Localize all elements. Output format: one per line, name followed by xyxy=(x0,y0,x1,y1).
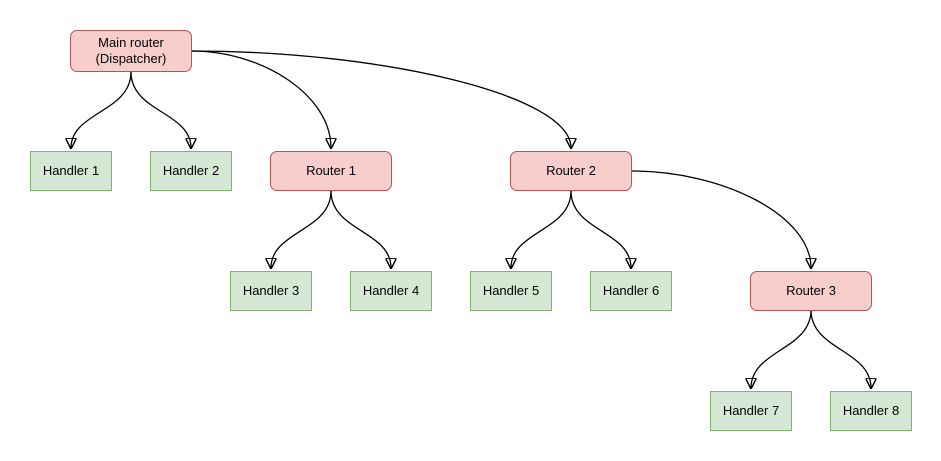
edge-router-3-to-handler-7 xyxy=(751,309,812,388)
edge-router-2-to-handler-5 xyxy=(511,190,572,268)
handler-6-label: Handler 6 xyxy=(602,283,660,298)
node-router-3: Router 3 xyxy=(750,271,872,311)
node-handler-2: Handler 2 xyxy=(150,151,232,191)
router-2-label: Router 2 xyxy=(546,163,596,178)
handler-8-label: Handler 8 xyxy=(842,403,900,418)
handler-5-label: Handler 5 xyxy=(482,283,540,298)
edge-main-router-to-router-2 xyxy=(191,50,571,148)
main-router-label-line1: Main router xyxy=(98,35,164,50)
node-handler-3: Handler 3 xyxy=(230,271,312,311)
edge-router-3-to-handler-8 xyxy=(810,309,871,388)
node-main-router: Main router (Dispatcher) xyxy=(70,30,192,72)
edge-main-router-to-router-1 xyxy=(191,50,331,148)
handler-1-label: Handler 1 xyxy=(42,163,100,178)
edge-router-1-to-handler-4 xyxy=(330,190,391,268)
edge-main-router-to-handler-1 xyxy=(71,71,132,148)
handler-7-label: Handler 7 xyxy=(722,403,780,418)
router-3-label: Router 3 xyxy=(786,283,836,298)
main-router-label-line2: (Dispatcher) xyxy=(95,51,167,66)
edge-router-2-to-router-3 xyxy=(631,170,811,268)
node-handler-8: Handler 8 xyxy=(830,391,912,431)
edge-router-2-to-handler-6 xyxy=(570,190,631,268)
node-handler-1: Handler 1 xyxy=(30,151,112,191)
handler-4-label: Handler 4 xyxy=(362,283,420,298)
edge-main-router-to-handler-2 xyxy=(130,71,191,148)
node-handler-5: Handler 5 xyxy=(470,271,552,311)
handler-2-label: Handler 2 xyxy=(162,163,220,178)
node-router-2: Router 2 xyxy=(510,151,632,191)
node-router-1: Router 1 xyxy=(270,151,392,191)
handler-3-label: Handler 3 xyxy=(242,283,300,298)
node-handler-7: Handler 7 xyxy=(710,391,792,431)
node-handler-6: Handler 6 xyxy=(590,271,672,311)
node-handler-4: Handler 4 xyxy=(350,271,432,311)
router-1-label: Router 1 xyxy=(306,163,356,178)
edge-router-1-to-handler-3 xyxy=(271,190,332,268)
